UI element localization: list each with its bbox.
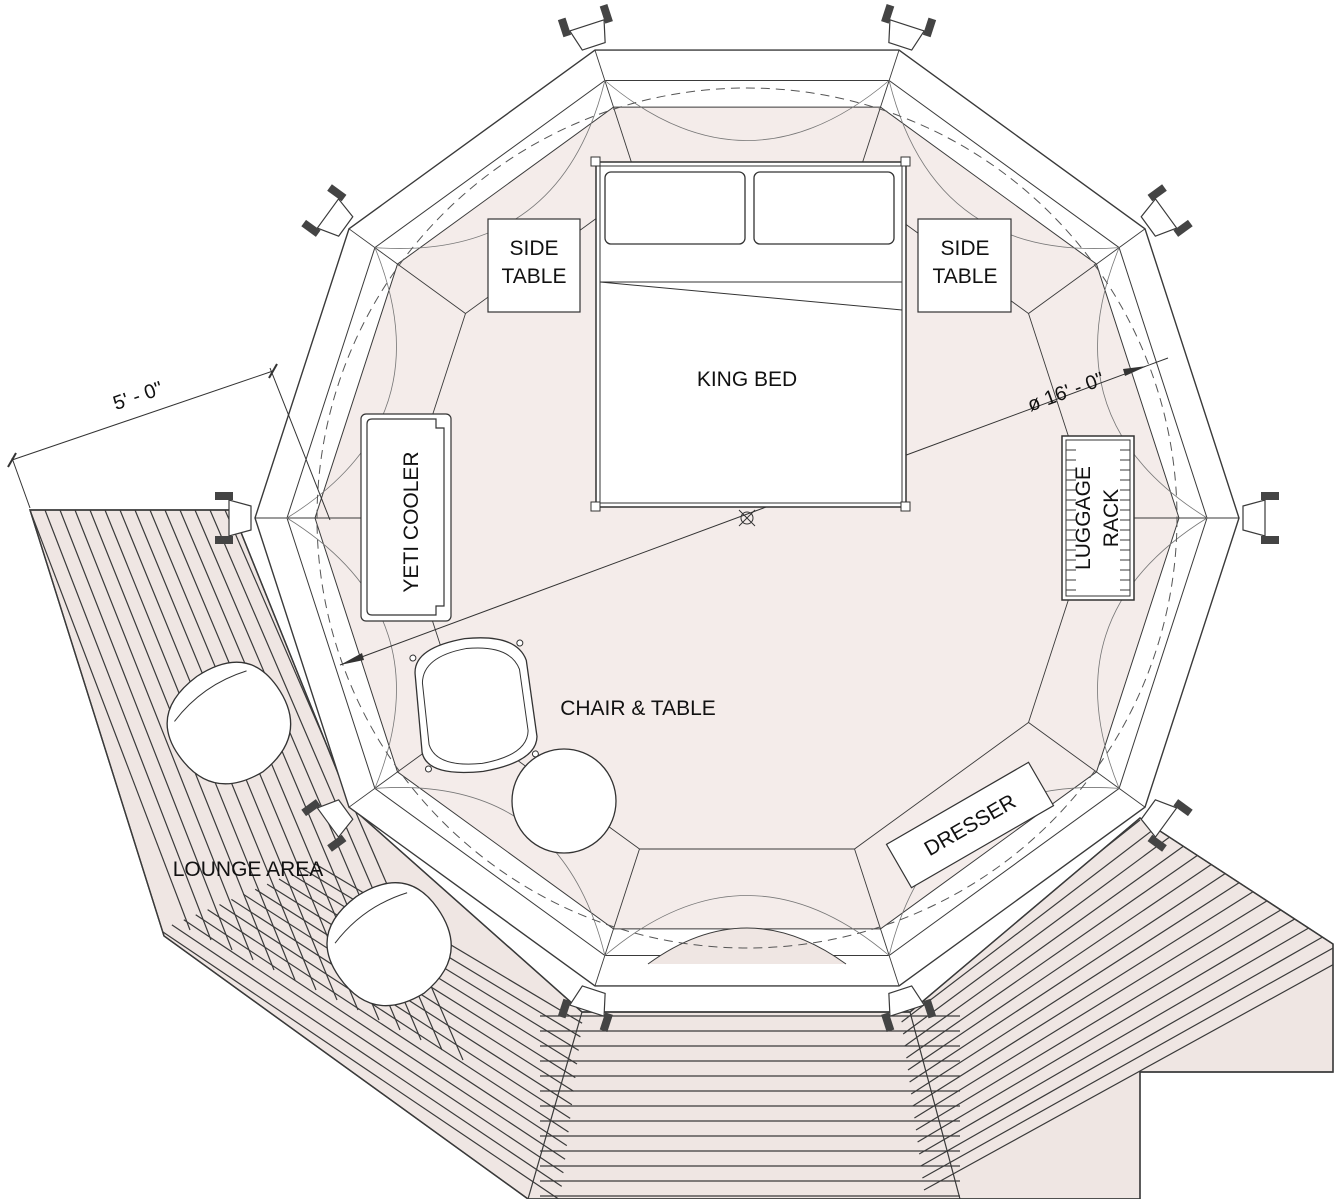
lounge-chair-right [326, 882, 452, 1007]
king-bed-mattress [599, 165, 903, 504]
deck-board [231, 898, 571, 1119]
side-table-right: SIDE TABLE [917, 218, 1012, 313]
anchor-bracket [1140, 184, 1193, 237]
pillow-right [753, 171, 895, 245]
anchor-bracket [557, 4, 613, 51]
center-mark [738, 509, 756, 527]
deck-edge-line [909, 1011, 961, 1199]
side-table-left-line1: SIDE [509, 237, 558, 260]
blanket-corner [599, 281, 903, 311]
yeti-cooler-label: YETI COOLER [400, 451, 423, 592]
door-arch [647, 927, 847, 965]
deck-width-extension-right [269, 367, 331, 521]
frame-line [1028, 228, 1146, 314]
luggage-rack-line2: RACK [1100, 489, 1123, 547]
frame-line [854, 848, 900, 987]
panel-arc [374, 80, 606, 249]
panel-arc [604, 80, 890, 141]
lounge-area-label: LOUNGE AREA [173, 858, 324, 881]
luggage-rack-line1: LUGGAGE [1072, 466, 1095, 570]
deck-board [59, 510, 233, 951]
anchor-brackets [215, 4, 1279, 1032]
anchor-bracket [881, 985, 937, 1032]
side-table-left-line2: TABLE [502, 265, 567, 288]
deck-board [159, 929, 561, 1199]
diameter-arrow-left [340, 653, 364, 665]
bed-post-bl [590, 501, 601, 512]
deck-board [904, 845, 1184, 1047]
deck-board [914, 898, 1270, 1119]
panel-arc [604, 895, 890, 956]
deck-board [920, 933, 1328, 1167]
king-bed-label: KING BED [697, 368, 797, 391]
bed-post-tr [900, 156, 911, 167]
side-table-right-line1: SIDE [940, 237, 989, 260]
deck-board [44, 510, 212, 941]
deck-width-extension-left [11, 457, 31, 509]
dome-dashed-circle [316, 87, 1178, 949]
panel-arc [1097, 247, 1208, 519]
deck-edge-line [527, 1011, 583, 1199]
deck-board [907, 863, 1213, 1071]
deck-board [171, 924, 563, 1187]
yeti-cooler: YETI COOLER [360, 413, 452, 622]
anchor-bracket [215, 492, 252, 544]
luggage-rack-slats [1066, 449, 1130, 591]
side-table-round [511, 748, 617, 854]
lounge-chair-left [166, 661, 292, 785]
frame-line [1028, 722, 1146, 808]
deck-board [30, 510, 191, 931]
panel-arc [286, 247, 397, 519]
panel-arc [1097, 517, 1208, 789]
deck-board [902, 837, 1170, 1035]
deck-board [195, 914, 566, 1160]
anchor-bracket [1242, 492, 1279, 544]
deck-width-dimension-line [11, 370, 274, 461]
king-bed: KING BED [590, 156, 911, 512]
deck-width-tick-right [268, 363, 278, 379]
deck-board [922, 942, 1333, 1179]
deck-board [183, 919, 564, 1174]
deck-board [912, 889, 1256, 1107]
armchair [409, 637, 539, 774]
bed-post-br [900, 501, 911, 512]
deck-width-label: 5' - 0" [110, 378, 165, 415]
anchor-bracket [881, 4, 937, 51]
frame-line [594, 848, 640, 987]
anchor-bracket [301, 184, 354, 237]
chair-table-label: CHAIR & TABLE [560, 697, 716, 720]
frame-line [348, 228, 466, 314]
side-table-right-line2: TABLE [933, 265, 998, 288]
deck-board [219, 903, 569, 1133]
bed-post-tl [590, 156, 601, 167]
deck-board [918, 925, 1314, 1155]
side-table-left: SIDE TABLE [487, 218, 581, 313]
pillow-left [604, 171, 746, 245]
deck-board [910, 881, 1242, 1095]
deck-board [207, 909, 568, 1147]
deck-board [917, 916, 1299, 1143]
anchor-bracket [301, 799, 354, 852]
diameter-arrow-right [1123, 366, 1147, 376]
deck-board [901, 828, 1155, 1023]
panel-arc [286, 517, 397, 789]
deck-board [915, 907, 1285, 1131]
anchor-bracket [1140, 799, 1193, 852]
anchor-bracket [557, 985, 613, 1032]
panel-arc [888, 80, 1120, 249]
deck-board [906, 854, 1198, 1059]
deck-board [923, 951, 1333, 1191]
furniture: KING BED SIDE TABLE SIDE TABLE YETI COOL… [166, 156, 1135, 1007]
deck-board [909, 872, 1227, 1083]
luggage-rack: LUGGAGE RACK [1061, 435, 1135, 601]
deck-width-tick-left [7, 452, 17, 468]
deck-board [74, 510, 254, 961]
